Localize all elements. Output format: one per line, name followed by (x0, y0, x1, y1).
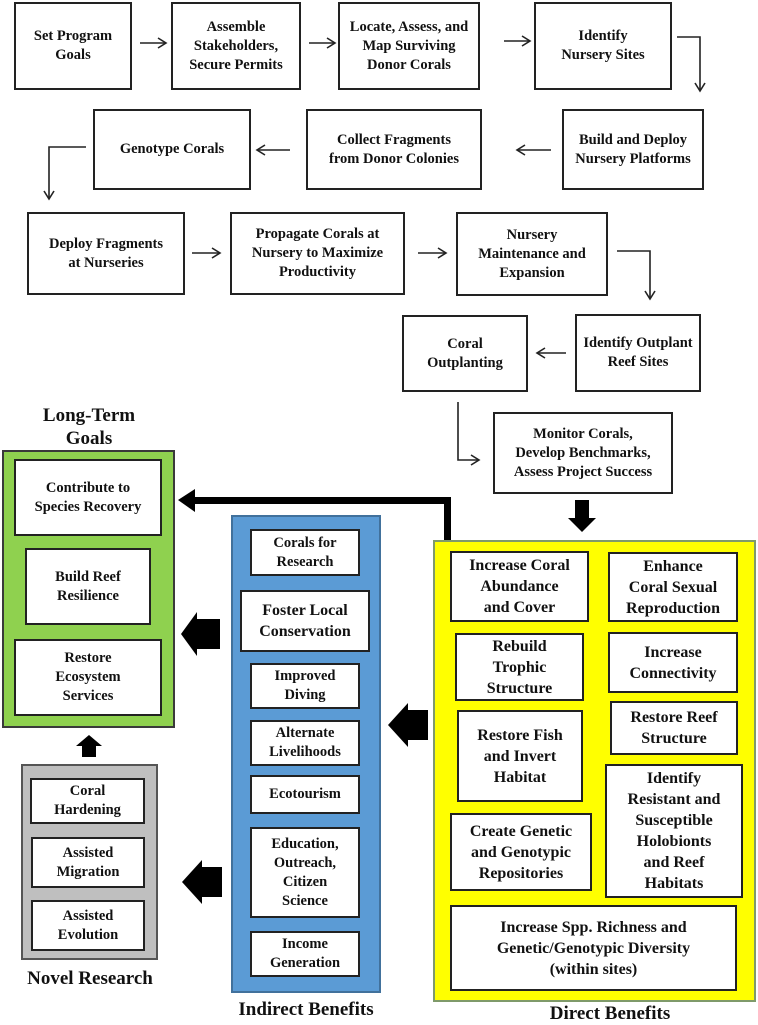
novel-assisted-evolution: Assisted Evolution (31, 900, 145, 951)
indirect-income-generation: Income Generation (250, 931, 360, 977)
step-monitor-corals: Monitor Corals, Develop Benchmarks, Asse… (493, 412, 673, 494)
indirect-alternate-livelihoods: Alternate Livelihoods (250, 720, 360, 766)
direct-fish-invert-habitat: Restore Fish and Invert Habitat (457, 710, 583, 802)
step-locate-donor-corals: Locate, Assess, and Map Surviving Donor … (338, 2, 480, 90)
indirect-education-outreach: Education, Outreach, Citizen Science (250, 827, 360, 918)
step-identify-nursery-sites: Identify Nursery Sites (534, 2, 672, 90)
thick-arrow-down-icon (568, 500, 596, 532)
indirect-ecotourism: Ecotourism (250, 775, 360, 814)
long-term-goals-title: Long-Term Goals (42, 405, 136, 449)
step-build-nursery-platforms: Build and Deploy Nursery Platforms (562, 109, 704, 190)
direct-sexual-reproduction: Enhance Coral Sexual Reproduction (608, 552, 738, 622)
direct-genetic-repositories: Create Genetic and Genotypic Repositorie… (450, 813, 592, 891)
arrow-right-icon (192, 247, 222, 259)
arrow-elbow-down-icon (677, 36, 706, 93)
novel-assisted-migration: Assisted Migration (31, 837, 145, 888)
direct-species-richness: Increase Spp. Richness and Genetic/Genot… (450, 905, 737, 991)
step-genotype-corals: Genotype Corals (93, 109, 251, 190)
step-deploy-fragments: Deploy Fragments at Nurseries (27, 212, 185, 295)
direct-trophic-structure: Rebuild Trophic Structure (455, 633, 584, 701)
indirect-improved-diving: Improved Diving (250, 663, 360, 709)
novel-research-title: Novel Research (27, 968, 153, 989)
arrow-right-icon (309, 37, 337, 49)
arrow-right-icon (140, 37, 168, 49)
thick-arrow-up-icon (76, 735, 102, 757)
step-coral-outplanting: Coral Outplanting (402, 315, 528, 392)
arrow-left-icon (515, 144, 551, 156)
step-propagate-corals: Propagate Corals at Nursery to Maximize … (230, 212, 405, 295)
thick-arrow-left-icon (182, 860, 222, 904)
direct-connectivity: Increase Connectivity (608, 632, 738, 693)
step-set-program-goals: Set Program Goals (14, 2, 132, 90)
goal-species-recovery: Contribute to Species Recovery (14, 459, 162, 536)
arrow-right-icon (504, 35, 532, 47)
arrow-left-icon (255, 144, 290, 156)
thick-arrow-left-icon (181, 612, 220, 656)
direct-coral-abundance: Increase Coral Abundance and Cover (450, 551, 589, 622)
direct-benefits-title: Direct Benefits (549, 1003, 671, 1024)
arrow-elbow-right-icon (457, 402, 481, 466)
goal-reef-resilience: Build Reef Resilience (25, 548, 151, 625)
novel-coral-hardening: Coral Hardening (30, 778, 145, 824)
arrow-elbow-down-icon (43, 146, 86, 201)
direct-resistant-holobionts: Identify Resistant and Susceptible Holob… (605, 764, 743, 898)
step-identify-outplant-sites: Identify Outplant Reef Sites (575, 314, 701, 392)
arrow-right-icon (418, 247, 448, 259)
indirect-foster-conservation: Foster Local Conservation (240, 590, 370, 652)
direct-reef-structure: Restore Reef Structure (610, 701, 738, 755)
indirect-corals-for-research: Corals for Research (250, 529, 360, 576)
arrow-elbow-down-icon (617, 250, 656, 301)
indirect-benefits-title: Indirect Benefits (238, 999, 374, 1020)
step-nursery-maintenance: Nursery Maintenance and Expansion (456, 212, 608, 296)
step-assemble-stakeholders: Assemble Stakeholders, Secure Permits (171, 2, 301, 90)
step-collect-fragments: Collect Fragments from Donor Colonies (306, 109, 482, 190)
goal-ecosystem-services: Restore Ecosystem Services (14, 639, 162, 716)
thick-arrow-left-icon (388, 703, 428, 747)
arrow-left-icon (535, 347, 566, 359)
